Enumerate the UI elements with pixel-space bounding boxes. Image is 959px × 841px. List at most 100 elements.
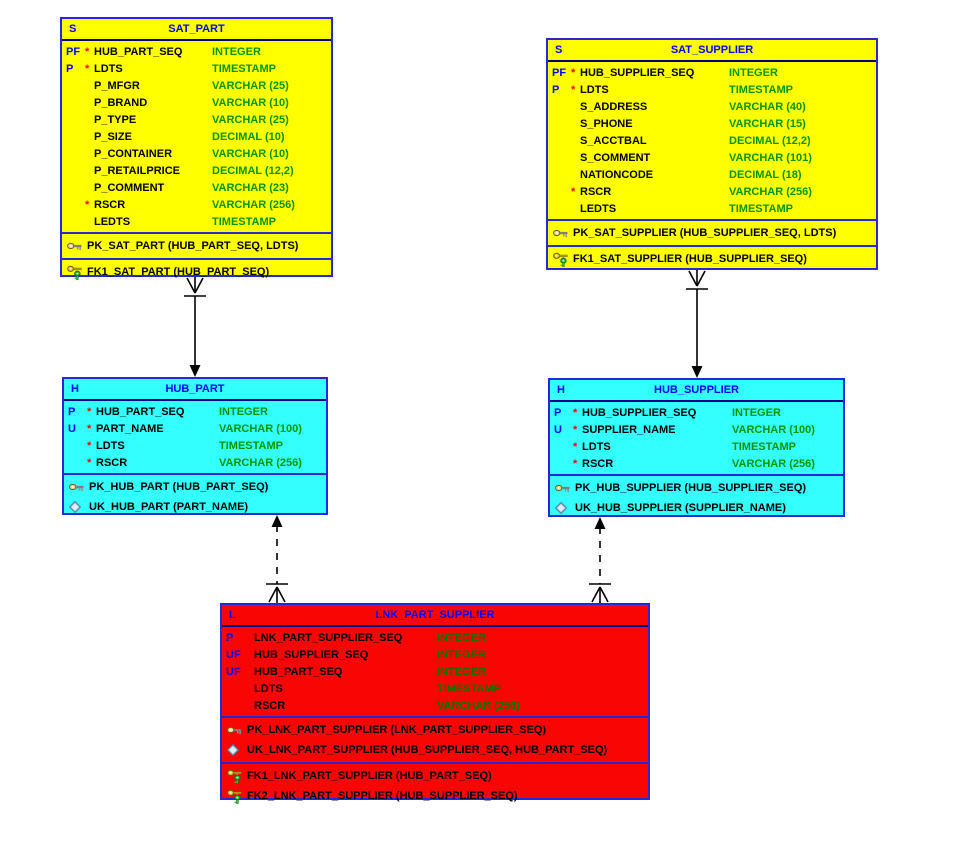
relationship-lnk-to-hub-part[interactable] xyxy=(266,515,288,603)
attribute-type: DECIMAL (12,2) xyxy=(212,165,294,177)
fk-key-icon xyxy=(227,789,242,804)
key-row[interactable]: FK2_LNK_PART_SUPPLIER (HUB_SUPPLIER_SEQ) xyxy=(222,786,648,806)
attribute-type: INTEGER xyxy=(437,632,486,644)
key-section: PK_HUB_SUPPLIER (HUB_SUPPLIER_SEQ) UK_HUB… xyxy=(550,474,843,520)
uk-diamond-icon xyxy=(226,743,242,757)
fk-key-icon xyxy=(67,265,82,280)
relationship-sat-part-to-hub-part[interactable] xyxy=(184,277,206,377)
key-label: UK_HUB_PART (PART_NAME) xyxy=(89,501,249,513)
attribute-type: INTEGER xyxy=(437,666,486,678)
attribute-type: DECIMAL (10) xyxy=(212,131,285,143)
key-row[interactable]: FK1_SAT_SUPPLIER (HUB_SUPPLIER_SEQ) xyxy=(548,249,876,269)
key-row[interactable]: FK1_LNK_PART_SUPPLIER (HUB_PART_SEQ) xyxy=(222,766,648,786)
attribute-name: RSCR xyxy=(94,199,126,211)
attribute-name: HUB_SUPPLIER_SEQ xyxy=(580,67,695,79)
key-row[interactable]: PK_SAT_SUPPLIER (HUB_SUPPLIER_SEQ, LDTS) xyxy=(548,223,876,243)
required-asterisk: * xyxy=(571,186,576,198)
uk-diamond-icon xyxy=(68,500,84,514)
attribute-name: P_TYPE xyxy=(94,114,137,126)
attribute-name: LDTS xyxy=(96,440,125,452)
key-row[interactable]: PK_LNK_PART_SUPPLIER (LNK_PART_SUPPLIER_… xyxy=(222,720,648,740)
attribute-name: P_BRAND xyxy=(94,97,148,109)
attribute-name: HUB_SUPPLIER_SEQ xyxy=(254,649,369,661)
key-row[interactable]: PK_HUB_PART (HUB_PART_SEQ) xyxy=(64,477,326,497)
key-row[interactable]: UK_HUB_SUPPLIER (SUPPLIER_NAME) xyxy=(550,498,843,518)
key-row[interactable]: FK1_SAT_PART (HUB_PART_SEQ) xyxy=(62,262,331,282)
attribute-name: LDTS xyxy=(580,84,609,96)
key-row[interactable]: PK_SAT_PART (HUB_PART_SEQ, LDTS) xyxy=(62,236,331,256)
attribute-name: LDTS xyxy=(254,683,283,695)
key-section: PK_HUB_PART (HUB_PART_SEQ) UK_HUB_PART (P… xyxy=(64,473,326,519)
attribute-type: INTEGER xyxy=(437,649,486,661)
attribute-type: DECIMAL (12,2) xyxy=(729,135,811,147)
relationship-lnk-to-hub-supplier[interactable] xyxy=(589,517,611,603)
entity-title: SAT_SUPPLIER xyxy=(670,44,754,56)
attribute-name: NATIONCODE xyxy=(580,169,654,181)
key-row[interactable]: PK_HUB_SUPPLIER (HUB_SUPPLIER_SEQ) xyxy=(550,478,843,498)
key-row[interactable]: UK_HUB_PART (PART_NAME) xyxy=(64,497,326,517)
attribute-type: INTEGER xyxy=(732,407,781,419)
pk-key-icon xyxy=(553,226,568,240)
key-section: PK_LNK_PART_SUPPLIER (LNK_PART_SUPPLIER_… xyxy=(222,716,648,762)
key-label: FK1_SAT_SUPPLIER (HUB_SUPPLIER_SEQ) xyxy=(573,253,807,265)
key-label: UK_HUB_SUPPLIER (SUPPLIER_NAME) xyxy=(575,502,786,514)
required-asterisk: * xyxy=(85,46,90,58)
key-row[interactable]: UK_LNK_PART_SUPPLIER (HUB_SUPPLIER_SEQ, … xyxy=(222,740,648,760)
attribute-type: INTEGER xyxy=(729,67,778,79)
attribute-type: VARCHAR (40) xyxy=(729,101,806,113)
attribute-type: TIMESTAMP xyxy=(732,441,796,453)
relationship-sat-supplier-to-hub-supplier[interactable] xyxy=(686,270,708,378)
key-marker-label: U xyxy=(68,423,76,435)
attribute-type: VARCHAR (101) xyxy=(729,152,812,164)
uk-diamond-icon xyxy=(554,501,570,515)
required-asterisk: * xyxy=(85,199,90,211)
key-marker-label: PF xyxy=(66,46,81,58)
attribute-name: SUPPLIER_NAME xyxy=(582,424,676,436)
attribute-name: S_PHONE xyxy=(580,118,633,130)
